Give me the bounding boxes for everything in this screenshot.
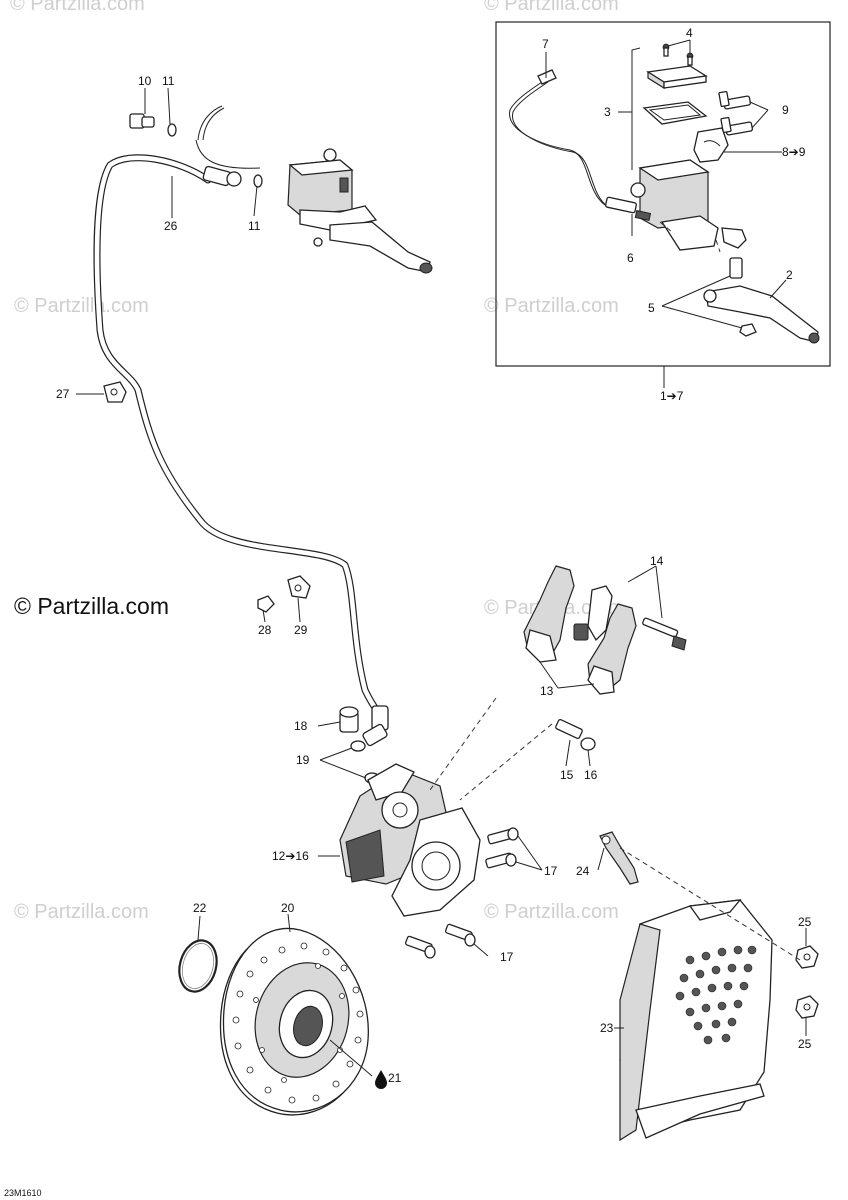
hose-clips [103, 381, 311, 613]
label-19: 19 [296, 753, 310, 767]
label-26: 26 [164, 219, 178, 233]
label-4: 4 [686, 26, 693, 40]
label-7: 7 [542, 37, 549, 51]
label-27: 27 [56, 387, 70, 401]
disc-guard [599, 831, 819, 1142]
label-29: 29 [294, 623, 308, 637]
label-22: 22 [193, 901, 207, 915]
caliper-bolts [404, 827, 519, 959]
brake-pads [523, 565, 687, 695]
master-cylinder-main [129, 105, 433, 274]
label-17a: 17 [544, 864, 558, 878]
label-3: 3 [604, 105, 611, 119]
label-5: 5 [648, 301, 655, 315]
label-11b: 11 [248, 219, 261, 233]
label-2: 2 [786, 268, 793, 282]
label-16: 16 [584, 768, 598, 782]
label-13: 13 [540, 684, 554, 698]
label-15: 15 [560, 768, 574, 782]
brake-disc [219, 927, 369, 1116]
label-24: 24 [576, 864, 590, 878]
label-8-9: 8➔9 [782, 145, 806, 159]
brake-caliper [339, 763, 481, 917]
label-9: 9 [782, 103, 789, 117]
label-17b: 17 [500, 950, 514, 964]
watermark: © Partzilla.com [484, 0, 619, 15]
diagram-code: 23M1610 [4, 1188, 42, 1198]
watermark: © Partzilla.com [14, 295, 149, 317]
label-1-7: 1➔7 [660, 389, 684, 403]
bleeder-valve [555, 718, 596, 751]
label-12-16: 12➔16 [272, 849, 309, 863]
assembly-lines [429, 697, 801, 961]
label-14: 14 [650, 554, 664, 568]
leader-lines [76, 39, 807, 1077]
loctite-drop-icon [375, 1070, 387, 1089]
brake-hose [93, 154, 389, 747]
inset-frame [495, 21, 831, 367]
label-28: 28 [258, 623, 272, 637]
watermarks: © Partzilla.com © Partzilla.com © Partzi… [10, 0, 619, 923]
o-ring [178, 939, 218, 993]
watermark: © Partzilla.com [484, 295, 619, 317]
label-6: 6 [627, 251, 634, 265]
label-23: 23 [600, 1021, 614, 1035]
label-11a: 11 [162, 74, 175, 88]
label-25a: 25 [798, 915, 812, 929]
watermark: © Partzilla.com [14, 901, 149, 923]
label-10: 10 [138, 74, 152, 88]
watermark-large: © Partzilla.com [14, 593, 169, 619]
watermark: © Partzilla.com [10, 0, 145, 15]
master-cylinder-exploded [509, 43, 820, 344]
label-25b: 25 [798, 1037, 812, 1051]
part-labels: 1➔7 2 3 4 5 6 7 8➔9 9 10 11 11 12➔16 13 … [56, 26, 812, 1085]
label-20: 20 [281, 901, 295, 915]
label-18: 18 [294, 719, 308, 733]
label-21: 21 [388, 1071, 402, 1085]
o-ring-inner [181, 943, 215, 989]
watermark: © Partzilla.com [484, 901, 619, 923]
